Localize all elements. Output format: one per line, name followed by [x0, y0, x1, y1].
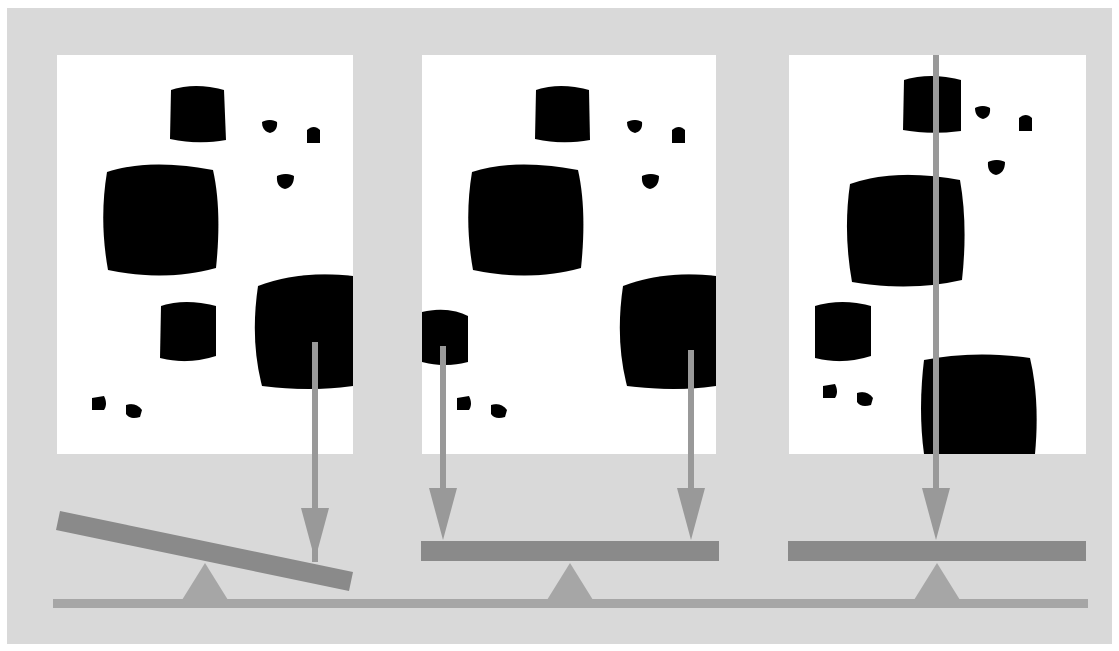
fulcrum-middle: [547, 563, 593, 600]
panel-right: [788, 55, 1086, 600]
blob-dot: [307, 127, 320, 143]
panel-middle: [421, 55, 719, 600]
blob-dot: [975, 106, 991, 119]
panel-left: [56, 55, 353, 600]
beam-tilted: [56, 511, 353, 591]
beam-level-middle: [421, 541, 719, 561]
beam-level-right: [788, 541, 1086, 561]
blob-large-square-bottom: [921, 354, 1037, 454]
blob-dot: [276, 174, 294, 189]
blob-small-square: [170, 86, 226, 143]
arrowhead-left: [301, 508, 329, 560]
blob-small-square: [903, 76, 961, 133]
blob-dot: [627, 120, 643, 133]
blob-large-square: [468, 164, 584, 276]
blob-dot: [92, 396, 106, 410]
blob-dot: [823, 384, 837, 398]
blob-large-square: [846, 174, 965, 287]
blob-large-square-right: [619, 274, 716, 389]
blob-dot: [641, 174, 659, 189]
ground-baseline: [53, 599, 1088, 608]
blob-medium-square-edge: [422, 309, 468, 365]
blob-dot: [457, 396, 471, 410]
blob-medium-square: [160, 302, 216, 362]
arrowhead-right: [922, 488, 950, 540]
blob-medium-square: [815, 302, 871, 362]
blob-dot: [491, 404, 507, 418]
fulcrum-right: [914, 563, 960, 600]
blob-dot: [262, 120, 278, 133]
blob-dot: [1019, 115, 1032, 131]
blob-dot: [857, 392, 873, 406]
blob-dot: [126, 404, 142, 418]
arrowhead-middle-left: [429, 488, 457, 540]
panel-left-shapes: [92, 86, 353, 418]
blob-large-square-right: [254, 274, 353, 389]
arrowhead-middle-right: [677, 488, 705, 540]
fulcrum-left: [182, 563, 228, 600]
blob-small-square: [535, 86, 590, 143]
blob-dot: [672, 127, 685, 143]
blob-large-square: [103, 164, 219, 276]
blob-dot: [987, 160, 1005, 175]
